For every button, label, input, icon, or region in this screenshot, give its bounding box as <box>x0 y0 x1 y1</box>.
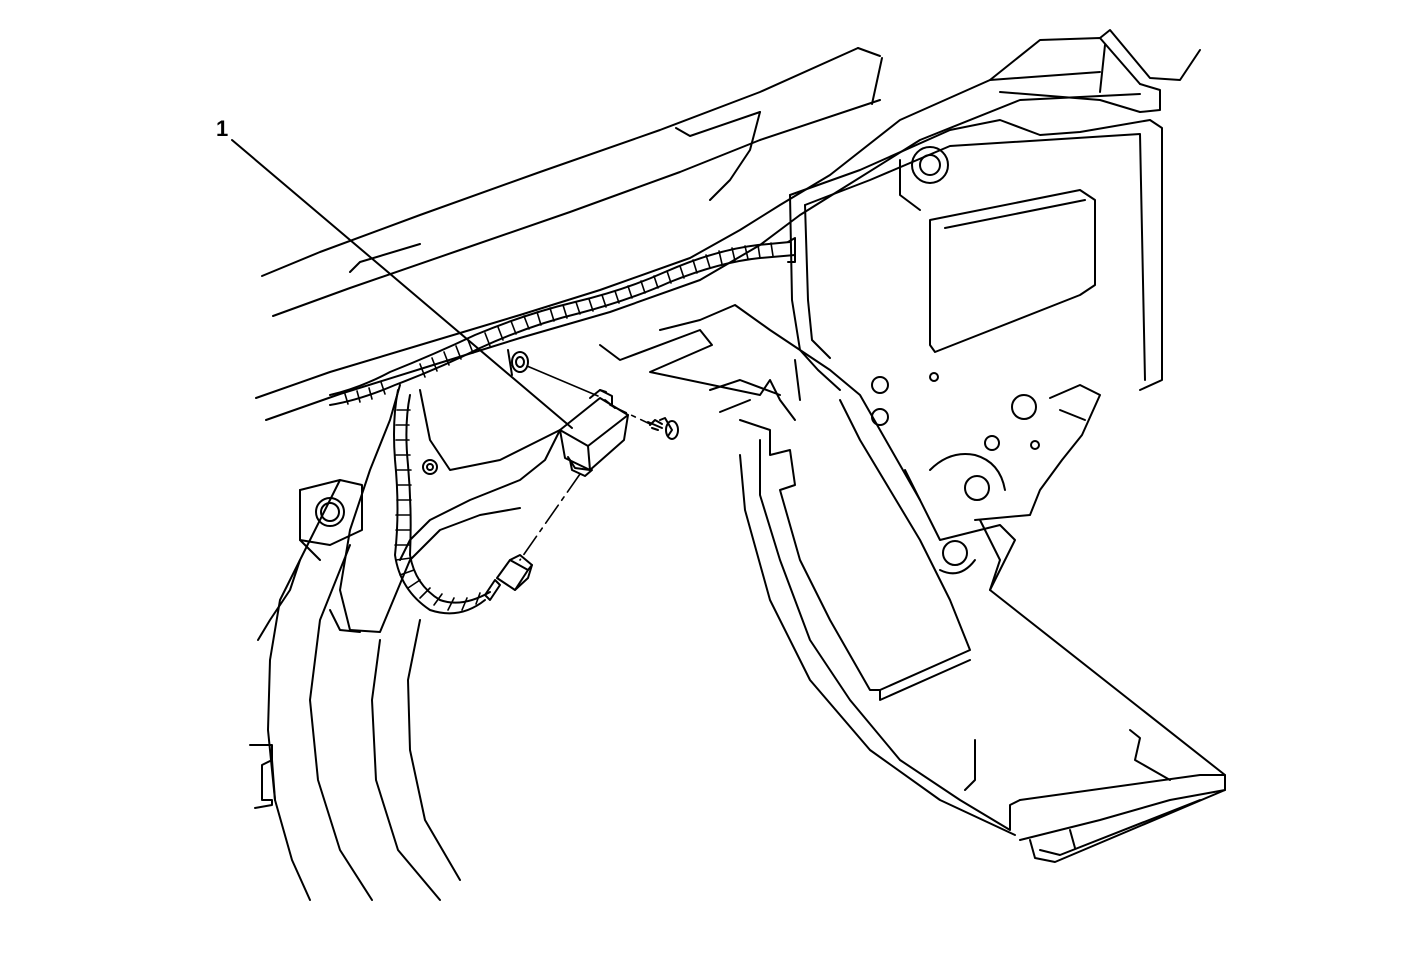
harness-corrugation <box>345 243 773 610</box>
mounting-hole <box>508 350 528 375</box>
wiring-harness <box>330 238 795 613</box>
harness-connector <box>485 555 532 600</box>
sensor-module <box>560 390 628 476</box>
alignment-lines <box>520 366 650 560</box>
callout-label-1: 1 <box>216 116 229 141</box>
callout-leader-1 <box>232 140 572 428</box>
steering-column-support <box>600 305 1225 862</box>
left-lower-panel <box>250 385 560 900</box>
mounting-screw <box>648 418 678 439</box>
dash-side-bracket <box>790 120 1162 590</box>
instrument-panel-top <box>256 30 1200 420</box>
